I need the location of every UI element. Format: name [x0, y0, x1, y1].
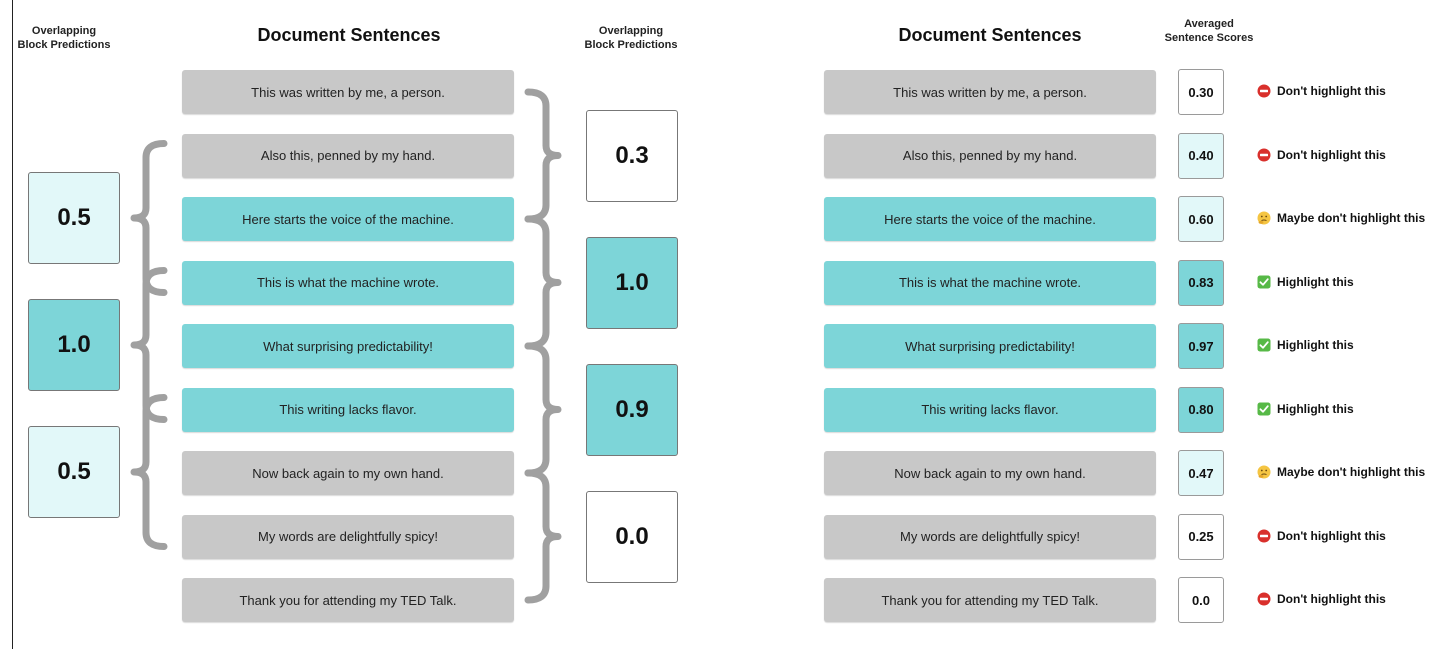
left-block-prediction: 0.5 [28, 426, 120, 518]
scored-sentence-box: What surprising predictability! [824, 324, 1156, 368]
verdict-label: Highlight this [1277, 401, 1354, 416]
averaged-score: 0.30 [1178, 69, 1224, 115]
scored-sentence-box: This was written by me, a person. [824, 70, 1156, 114]
check-mark-icon [1257, 402, 1271, 415]
right-brace [524, 215, 562, 350]
document-sentences-header: Document Sentences [257, 25, 441, 45]
left-block-prediction: 0.5 [28, 172, 120, 264]
highlight-verdict: Don't highlight this [1257, 84, 1386, 98]
scored-sentence-box: Thank you for attending my TED Talk. [824, 578, 1156, 622]
scored-sentence-box: Also this, penned by my hand. [824, 133, 1156, 178]
scored-sentence-box: My words are delightfully spicy! [824, 514, 1156, 559]
thinking-face-icon [1257, 211, 1271, 225]
averaged-score: 0.80 [1178, 386, 1224, 433]
right-brace [524, 88, 562, 223]
averaged-score: 0.25 [1178, 513, 1224, 560]
no-entry-icon [1257, 148, 1271, 161]
verdict-label: Highlight this [1277, 338, 1354, 352]
left-block-predictions-header: Overlapping Block Predictions [17, 25, 111, 51]
thinking-face-icon [1257, 465, 1271, 479]
right-block-prediction: 0.0 [586, 490, 678, 583]
averaged-score: 0.97 [1178, 323, 1224, 369]
highlight-verdict: Don't highlight this [1257, 592, 1386, 606]
verdict-label: Don't highlight this [1277, 147, 1386, 162]
verdict-label: Don't highlight this [1277, 528, 1386, 543]
averaged-score: 0.47 [1178, 450, 1224, 496]
right-brace [524, 342, 562, 477]
sentence-box: What surprising predictability! [182, 324, 514, 368]
verdict-label: Maybe don't highlight this [1277, 211, 1426, 225]
no-entry-icon [1257, 84, 1271, 98]
averaged-score: 0.60 [1178, 196, 1224, 242]
no-entry-icon [1257, 592, 1271, 606]
sentence-box: This was written by me, a person. [182, 70, 514, 114]
sentence-box: Thank you for attending my TED Talk. [182, 578, 514, 622]
highlight-verdict: Maybe don't highlight this [1257, 465, 1425, 479]
right-block-predictions-header: Overlapping Block Predictions [584, 25, 678, 51]
verdict-label: Don't highlight this [1277, 592, 1386, 606]
check-mark-icon [1257, 275, 1271, 288]
right-brace [524, 469, 562, 604]
verdict-label: Maybe don't highlight this [1277, 465, 1426, 479]
sentence-box: Now back again to my own hand. [182, 451, 514, 495]
averaged-score: 0.83 [1178, 259, 1224, 306]
averaged-sentence-scores-header: Averaged Sentence Scores [1164, 18, 1254, 44]
frame-border [12, 0, 13, 649]
right-block-prediction: 0.9 [586, 363, 678, 456]
highlight-verdict: Highlight this [1257, 275, 1354, 289]
left-brace [130, 394, 168, 550]
highlight-verdict: Maybe don't highlight this [1257, 211, 1425, 225]
scored-sentence-box: This is what the machine wrote. [824, 260, 1156, 305]
scored-sentence-box: This writing lacks flavor. [824, 387, 1156, 432]
highlight-verdict: Highlight this [1257, 402, 1354, 416]
left-block-prediction: 1.0 [28, 299, 120, 391]
scored-sentence-box: Now back again to my own hand. [824, 451, 1156, 495]
sentence-box: This is what the machine wrote. [182, 260, 514, 305]
verdict-label: Don't highlight this [1277, 84, 1386, 98]
scored-sentence-box: Here starts the voice of the machine. [824, 197, 1156, 241]
right-block-prediction: 1.0 [586, 236, 678, 329]
averaged-score: 0.40 [1178, 132, 1224, 179]
sentence-box: Here starts the voice of the machine. [182, 197, 514, 241]
scored-document-sentences-header: Document Sentences [898, 25, 1082, 45]
sentence-box: Also this, penned by my hand. [182, 133, 514, 178]
no-entry-icon [1257, 529, 1271, 542]
check-mark-icon [1257, 338, 1271, 352]
averaged-score: 0.0 [1178, 577, 1224, 623]
right-block-prediction: 0.3 [586, 109, 678, 202]
highlight-verdict: Don't highlight this [1257, 148, 1386, 162]
sentence-box: This writing lacks flavor. [182, 387, 514, 432]
highlight-verdict: Don't highlight this [1257, 529, 1386, 543]
sentence-box: My words are delightfully spicy! [182, 514, 514, 559]
verdict-label: Highlight this [1277, 274, 1354, 289]
highlight-verdict: Highlight this [1257, 338, 1354, 352]
